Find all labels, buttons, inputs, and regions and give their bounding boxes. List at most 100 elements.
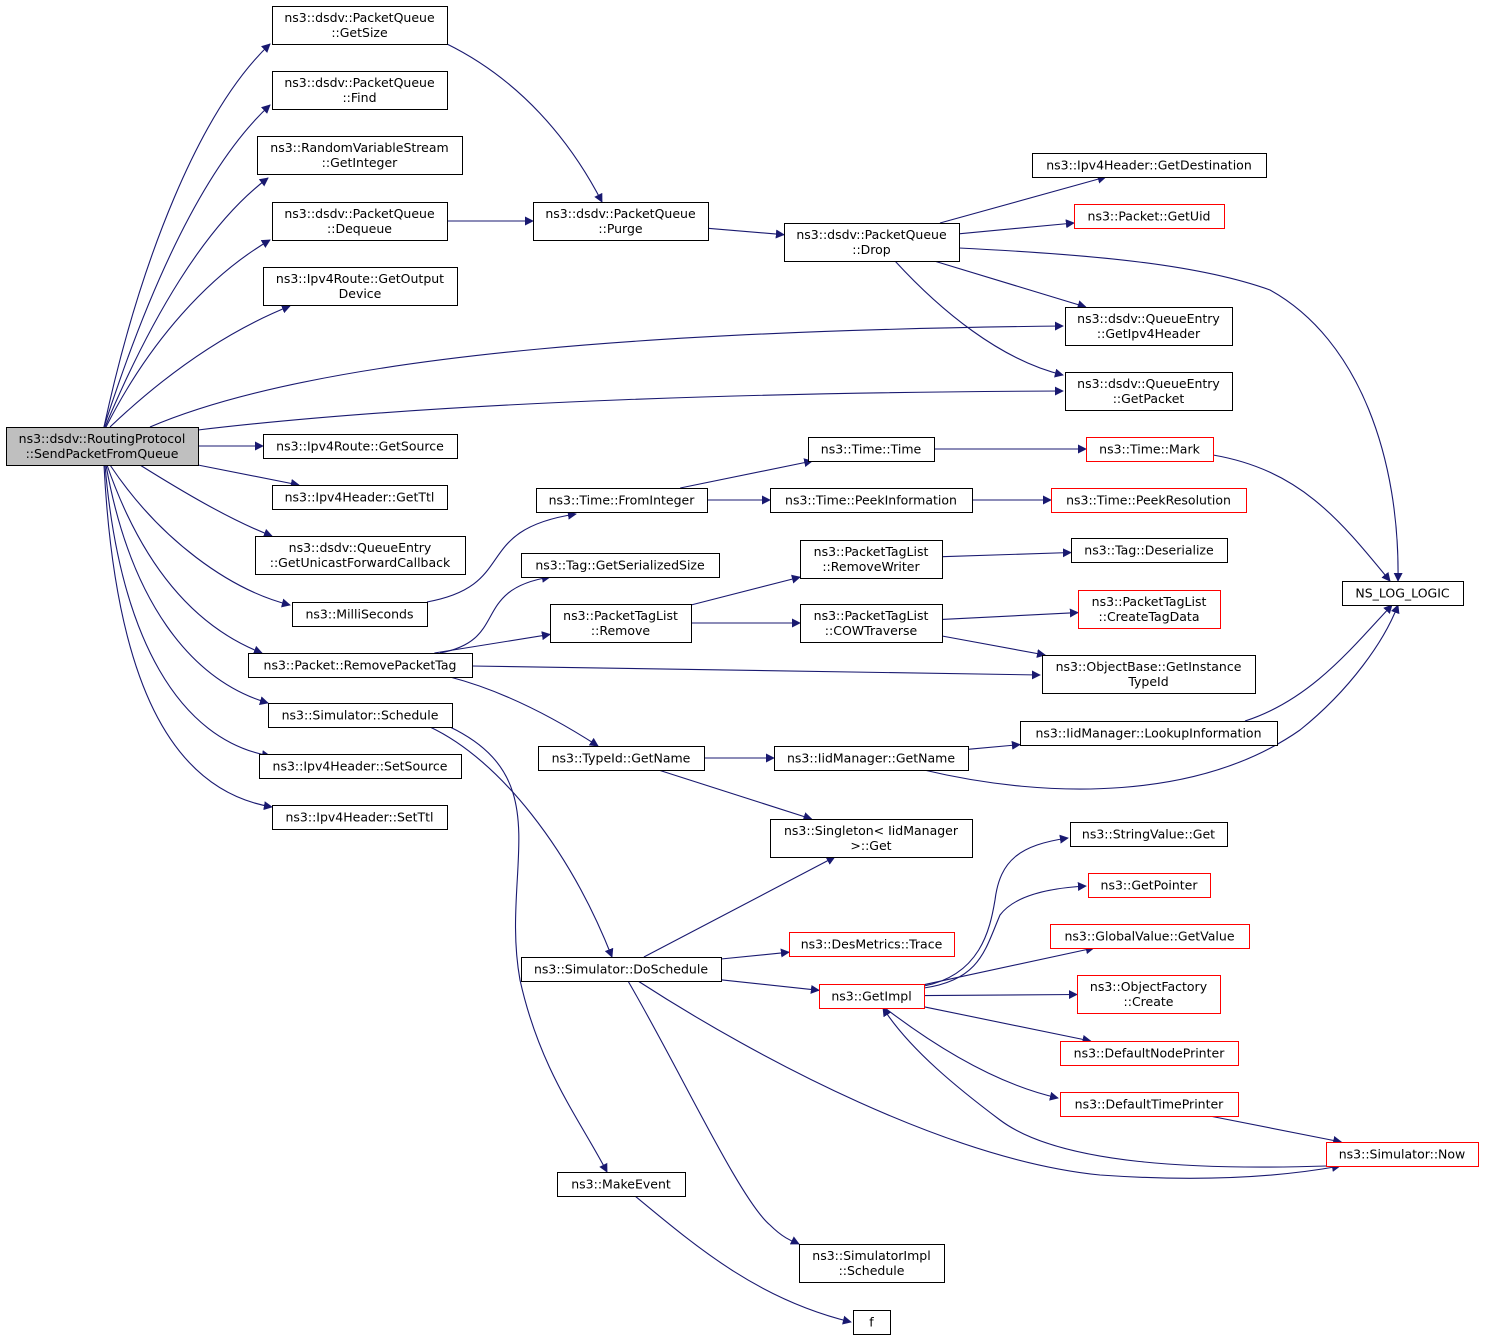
node-getimpl[interactable]: ns3::GetImpl (819, 984, 925, 1009)
node-getuid[interactable]: ns3::Packet::GetUid (1074, 204, 1225, 229)
node-nslog[interactable]: NS_LOG_LOGIC (1342, 581, 1464, 606)
edge-doschedule-to-simimplschedule (627, 980, 800, 1245)
node-getsize[interactable]: ns3::dsdv::PacketQueue::GetSize (272, 6, 448, 45)
node-removepackettag[interactable]: ns3::Packet::RemovePacketTag (248, 653, 473, 678)
node-typeidgetname[interactable]: ns3::TypeId::GetName (538, 746, 705, 771)
node-peekres-box (1051, 488, 1247, 513)
node-cowtraverse[interactable]: ns3::PacketTagList::COWTraverse (800, 604, 943, 643)
node-peekres[interactable]: ns3::Time::PeekResolution (1051, 488, 1247, 513)
node-root[interactable]: ns3::dsdv::RoutingProtocol::SendPacketFr… (6, 427, 199, 466)
edge-getimpl-to-deftimeprinter (884, 1007, 1059, 1101)
edge-iidgetname-to-nslog (923, 604, 1400, 790)
node-schedule[interactable]: ns3::Simulator::Schedule (268, 703, 453, 728)
edge-root-to-getpacket (197, 386, 1064, 431)
node-timetime-label-line-1: ns3::Time::Time (821, 442, 922, 457)
node-find-label-line-2: ::Find (342, 90, 376, 105)
node-getsersize[interactable]: ns3::Tag::GetSerializedSize (521, 553, 720, 578)
node-find[interactable]: ns3::dsdv::PacketQueue::Find (272, 71, 448, 110)
edge-simnow-to-getimpl (882, 1007, 1327, 1168)
node-setsource[interactable]: ns3::Ipv4Header::SetSource (259, 754, 462, 779)
edge-doschedule-to-desmetrics (720, 948, 790, 960)
node-stringvalueget-label-line-1: ns3::StringValue::Get (1082, 827, 1215, 842)
node-timemark[interactable]: ns3::Time::Mark (1086, 437, 1214, 462)
node-deserialize[interactable]: ns3::Tag::Deserialize (1071, 538, 1228, 563)
node-ptlremove[interactable]: ns3::PacketTagList::Remove (550, 604, 692, 643)
node-find-box (272, 71, 448, 110)
node-fromint[interactable]: ns3::Time::FromInteger (536, 488, 708, 513)
node-f[interactable]: f (853, 1310, 891, 1335)
node-purge-label-line-1: ns3::dsdv::PacketQueue (545, 206, 696, 221)
node-getinteger[interactable]: ns3::RandomVariableStream::GetInteger (257, 136, 463, 175)
node-makeevent[interactable]: ns3::MakeEvent (557, 1172, 686, 1197)
node-getpacket[interactable]: ns3::dsdv::QueueEntry::GetPacket (1065, 372, 1233, 411)
node-milliseconds[interactable]: ns3::MilliSeconds (292, 602, 428, 627)
node-iidgetname[interactable]: ns3::IidManager::GetName (774, 746, 969, 771)
node-purge[interactable]: ns3::dsdv::PacketQueue::Purge (533, 202, 709, 241)
node-objfactory[interactable]: ns3::ObjectFactory::Create (1077, 975, 1221, 1014)
node-simimplschedule-label-line-1: ns3::SimulatorImpl (812, 1248, 930, 1263)
edge-drop-to-nslog (958, 247, 1403, 582)
node-stringvalueget[interactable]: ns3::StringValue::Get (1070, 822, 1228, 847)
edge-iidgetname-to-lookupinfo (967, 740, 1021, 750)
node-simnow-label-line-1: ns3::Simulator::Now (1339, 1147, 1466, 1162)
node-drop-box (784, 223, 960, 262)
node-lookupinfo-box (1020, 721, 1278, 746)
node-stringvalueget-box (1070, 822, 1228, 847)
node-deserialize-box (1071, 538, 1228, 563)
node-fromint-label-line-1: ns3::Time::FromInteger (549, 493, 696, 508)
edge-purge-to-drop (707, 227, 785, 239)
node-getuid-label-line-1: ns3::Packet::GetUid (1088, 209, 1211, 224)
node-timetime[interactable]: ns3::Time::Time (808, 437, 935, 462)
node-drop[interactable]: ns3::dsdv::PacketQueue::Drop (784, 223, 960, 262)
node-deftimeprinter[interactable]: ns3::DefaultTimePrinter (1060, 1092, 1239, 1117)
node-createtagdata[interactable]: ns3::PacketTagList::CreateTagData (1078, 590, 1221, 629)
node-f-label-line-1: f (869, 1315, 874, 1330)
node-getimpl-box (819, 984, 925, 1009)
node-drop-label-line-1: ns3::dsdv::PacketQueue (796, 227, 947, 242)
node-getucfwd[interactable]: ns3::dsdv::QueueEntry::GetUnicastForward… (255, 536, 466, 575)
node-getsource[interactable]: ns3::Ipv4Route::GetSource (263, 434, 458, 459)
node-getinteger-label-line-1: ns3::RandomVariableStream (270, 140, 448, 155)
node-globalvalue[interactable]: ns3::GlobalValue::GetValue (1050, 924, 1250, 949)
edge-schedule-to-doschedule (429, 726, 614, 958)
edge-drop-to-getuid (958, 219, 1075, 235)
node-removewriter-label-line-1: ns3::PacketTagList (814, 544, 929, 559)
node-peekinfo[interactable]: ns3::Time::PeekInformation (770, 488, 973, 513)
edge-getimpl-to-globalvalue (923, 945, 1095, 986)
node-simimplschedule-label-line-2: ::Schedule (839, 1263, 905, 1278)
node-getipv4header[interactable]: ns3::dsdv::QueueEntry::GetIpv4Header (1065, 307, 1233, 346)
node-peekinfo-label-line-1: ns3::Time::PeekInformation (785, 493, 957, 508)
node-removewriter[interactable]: ns3::PacketTagList::RemoveWriter (800, 540, 943, 579)
node-defnodeprinter[interactable]: ns3::DefaultNodePrinter (1060, 1041, 1239, 1066)
edge-root-to-getoutputdevice (109, 304, 291, 428)
node-doschedule[interactable]: ns3::Simulator::DoSchedule (521, 957, 722, 982)
node-setttl[interactable]: ns3::Ipv4Header::SetTtl (272, 805, 448, 830)
node-singletonget[interactable]: ns3::Singleton< IidManager>::Get (770, 819, 973, 858)
edge-doschedule-to-getimpl (720, 979, 820, 994)
node-simnow[interactable]: ns3::Simulator::Now (1326, 1142, 1479, 1167)
node-getttl[interactable]: ns3::Ipv4Header::GetTtl (272, 485, 448, 510)
node-objfactory-box (1077, 975, 1221, 1014)
node-find-label-line-1: ns3::dsdv::PacketQueue (284, 75, 435, 90)
node-nslog-label-line-1: NS_LOG_LOGIC (1355, 586, 1450, 601)
node-root-label-line-2: ::SendPacketFromQueue (26, 446, 179, 461)
node-objfactory-label-line-2: ::Create (1124, 994, 1174, 1009)
edge-root-to-removepackettag (106, 464, 263, 655)
node-getsize-label-line-1: ns3::dsdv::PacketQueue (284, 10, 435, 25)
node-getpointer[interactable]: ns3::GetPointer (1088, 873, 1211, 898)
node-simimplschedule[interactable]: ns3::SimulatorImpl::Schedule (799, 1244, 945, 1283)
node-getinsttypeid-box (1042, 655, 1256, 694)
node-getoutputdevice-label-line-1: ns3::Ipv4Route::GetOutput (276, 271, 444, 286)
edges-layer (103, 43, 1403, 1325)
edge-root-to-getinteger (104, 177, 269, 428)
node-deserialize-label-line-1: ns3::Tag::Deserialize (1084, 543, 1214, 558)
node-simnow-box (1326, 1142, 1479, 1167)
node-getdestination[interactable]: ns3::Ipv4Header::GetDestination (1032, 153, 1267, 178)
node-desmetrics[interactable]: ns3::DesMetrics::Trace (789, 932, 955, 957)
node-dequeue[interactable]: ns3::dsdv::PacketQueue::Dequeue (272, 202, 448, 241)
node-objfactory-label-line-1: ns3::ObjectFactory (1090, 979, 1208, 994)
node-lookupinfo[interactable]: ns3::IidManager::LookupInformation (1020, 721, 1278, 746)
